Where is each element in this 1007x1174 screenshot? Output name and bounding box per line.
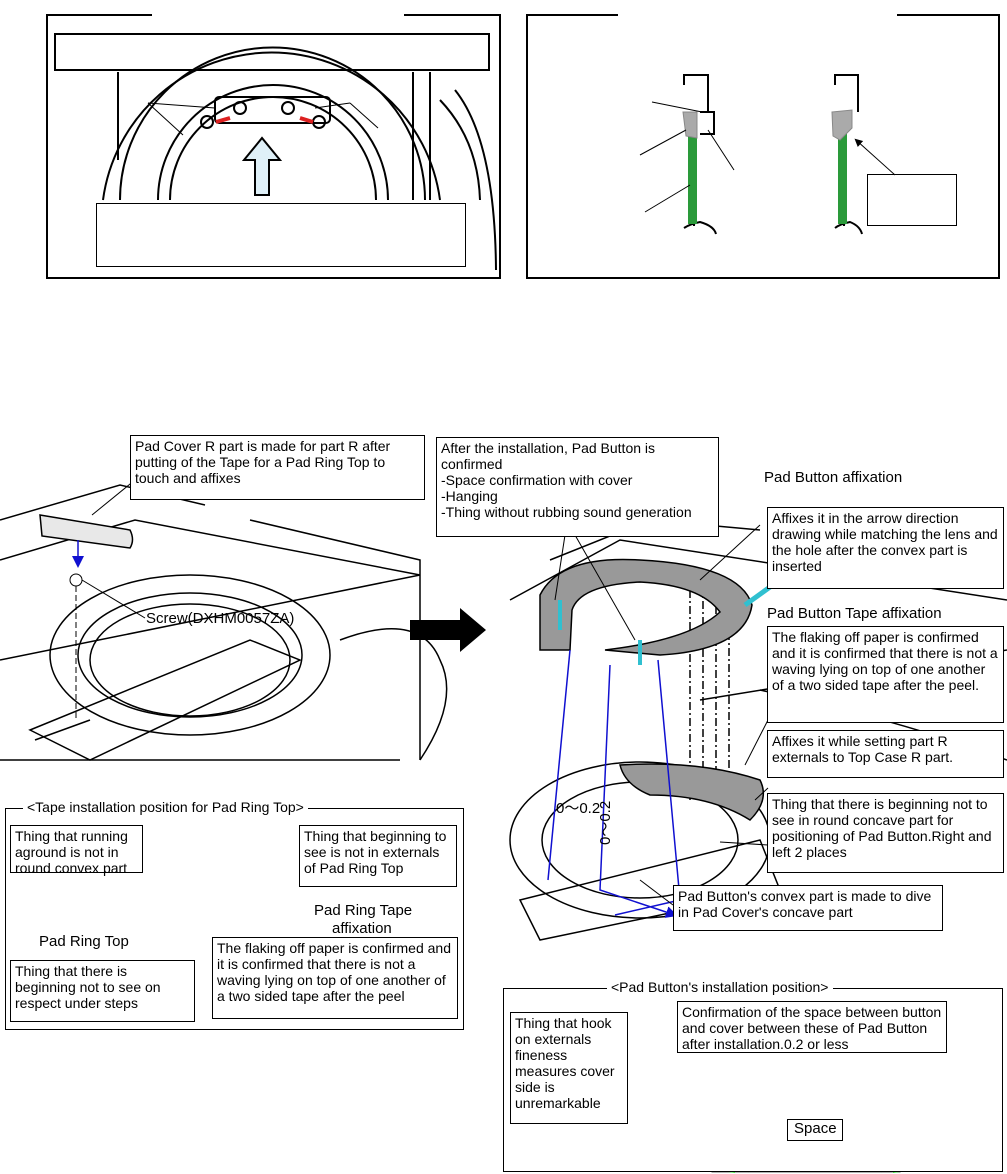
note-concave-text: Thing that there is beginning not to see… [772,796,992,860]
note-confirm-space: Confirmation of the space between button… [677,1001,947,1053]
note-pad-cover-text: Pad Cover R part is made for part R afte… [135,438,391,486]
note-hook: Thing that hook on externals fineness me… [510,1012,628,1124]
pad-cover-part [39,514,134,549]
note-concave: Thing that there is beginning not to see… [767,793,1004,873]
top-left-ring [102,46,497,271]
tape-position-title: <Tape installation position for Pad Ring… [23,799,308,815]
green-strip-a [688,118,697,224]
note-affix-arrow-text: Affixes it in the arrow direction drawin… [772,510,998,574]
note-flaking-2-text: The flaking off paper is confirmed and i… [217,940,451,1004]
label-pad-ring-tape-2: affixation [332,920,392,937]
top-right-callout [867,174,957,226]
note-after-install: After the installation, Pad Button is co… [436,437,719,537]
button-position-title: <Pad Button's installation position> [607,979,833,995]
label-pad-ring-tape-1: Pad Ring Tape [314,902,413,919]
note-convex-dive-text: Pad Button's convex part is made to dive… [678,888,932,920]
note-beginning-see-text: Thing that beginning to see is not in ex… [304,828,447,876]
gray-piece-a [682,111,698,139]
space-label-box: Space [787,1119,843,1141]
note-beginning-see: Thing that beginning to see is not in ex… [299,825,457,887]
pad-button-ring [539,558,753,656]
top-left-leaders [147,102,379,136]
note-aground-text: Thing that running aground is not in rou… [15,828,128,876]
note-pad-cover: Pad Cover R part is made for part R afte… [130,435,425,500]
label-pad-ring-top: Pad Ring Top [39,933,129,950]
label-gap-b: 0～0.2 [597,800,614,845]
label-pad-button-tape-affixation: Pad Button Tape affixation [767,605,942,622]
label-gap-a: 0～0.2 [556,800,601,817]
right-leaders [554,524,769,906]
red-mark-right [299,116,314,124]
screw-leader [81,579,146,619]
note-flaking-1-text: The flaking off paper is confirmed and i… [772,629,998,693]
note-affix-arrow: Affixes it in the arrow direction drawin… [767,507,1004,589]
callout-arrow [854,138,896,176]
big-right-arrow [410,608,486,652]
label-screw: Screw(DXHM0057ZA) [146,610,295,627]
note-after-install-text: After the installation, Pad Button is co… [441,440,692,520]
gray-piece-b [831,109,853,141]
note-flaking-1: The flaking off paper is confirmed and i… [767,626,1004,723]
note-affix-partR: Affixes it while setting part R external… [767,730,1004,778]
top-right-panel [526,14,1000,279]
screw-head [69,573,83,587]
note-beginning-under: Thing that there is beginning not to see… [10,960,195,1022]
note-affix-partR-text: Affixes it while setting part R external… [772,733,954,765]
section-a-leaders [639,101,735,213]
left-device [0,484,448,761]
top-left-caption-box [96,203,466,267]
space-label: Space [794,1120,837,1137]
red-mark-left [215,116,231,124]
note-hook-text: Thing that hook on externals fineness me… [515,1015,615,1111]
cyan-arrow-3 [743,584,772,608]
note-flaking-2: The flaking off paper is confirmed and i… [212,937,458,1019]
pad-button-tape [619,763,765,821]
note-aground: Thing that running aground is not in rou… [10,825,143,876]
note-beginning-under-text: Thing that there is beginning not to see… [15,963,161,1011]
note-confirm-space-text: Confirmation of the space between button… [682,1004,942,1052]
note-convex-dive: Pad Button's convex part is made to dive… [673,885,943,931]
up-arrow [241,136,283,196]
green-strip-b [838,118,847,224]
pad-cover-leader [91,479,136,516]
label-pad-button-affixation: Pad Button affixation [764,469,903,486]
